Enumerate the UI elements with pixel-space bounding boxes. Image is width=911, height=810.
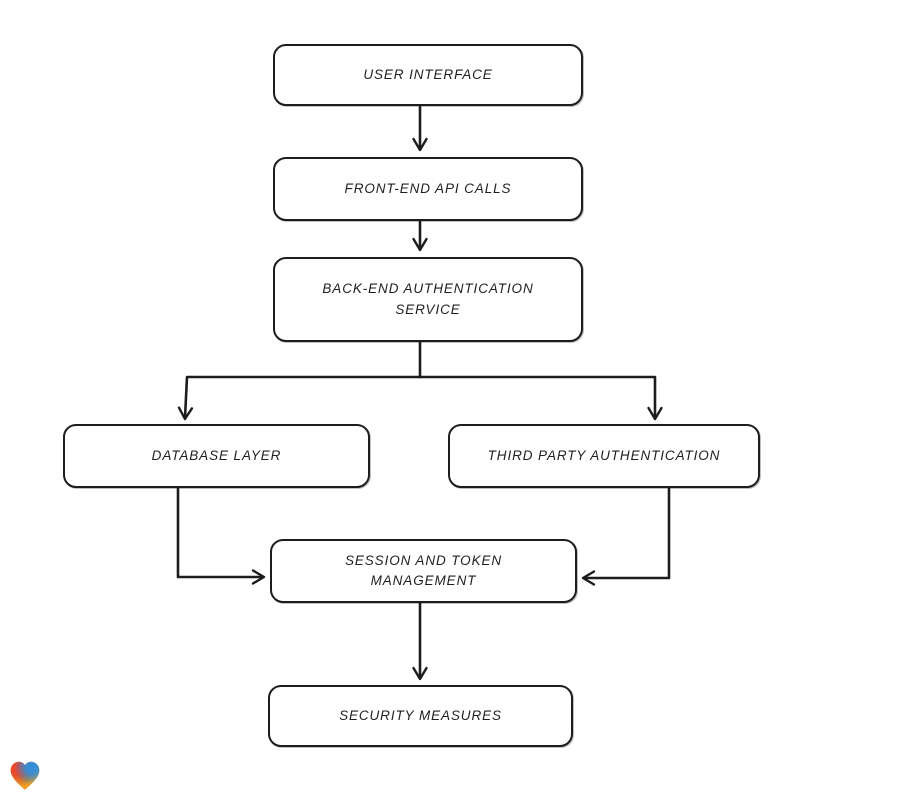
connector-third-party-auth-to-session-token bbox=[581, 486, 671, 586]
node-front-end-api-calls: FRONT-END API CALLS bbox=[273, 157, 583, 221]
node-label: USER INTERFACE bbox=[363, 66, 493, 82]
node-back-end-authentication-service: BACK-END AUTHENTICATION SERVICE bbox=[273, 257, 583, 342]
node-third-party-authentication: THIRD PARTY AUTHENTICATION bbox=[448, 424, 760, 488]
connector-back-end-auth-to-database-layer bbox=[177, 375, 422, 421]
node-label: SECURITY MEASURES bbox=[339, 707, 502, 723]
node-label: DATABASE LAYER bbox=[151, 447, 282, 463]
node-label: FRONT-END API CALLS bbox=[344, 180, 512, 196]
heart-logo-icon[interactable] bbox=[8, 759, 42, 793]
node-user-interface: USER INTERFACE bbox=[273, 44, 583, 106]
node-session-and-token-management: SESSION AND TOKEN MANAGEMENT bbox=[270, 539, 577, 603]
node-security-measures: SECURITY MEASURES bbox=[268, 685, 573, 747]
node-label: SESSION AND TOKEN MANAGEMENT bbox=[344, 552, 503, 588]
connector-database-layer-to-session-token bbox=[176, 486, 266, 585]
node-label: THIRD PARTY AUTHENTICATION bbox=[487, 447, 721, 463]
node-label: BACK-END AUTHENTICATION SERVICE bbox=[322, 281, 534, 317]
connector-back-end-auth-to-third-party-auth bbox=[418, 375, 663, 421]
node-database-layer: DATABASE LAYER bbox=[63, 424, 370, 488]
